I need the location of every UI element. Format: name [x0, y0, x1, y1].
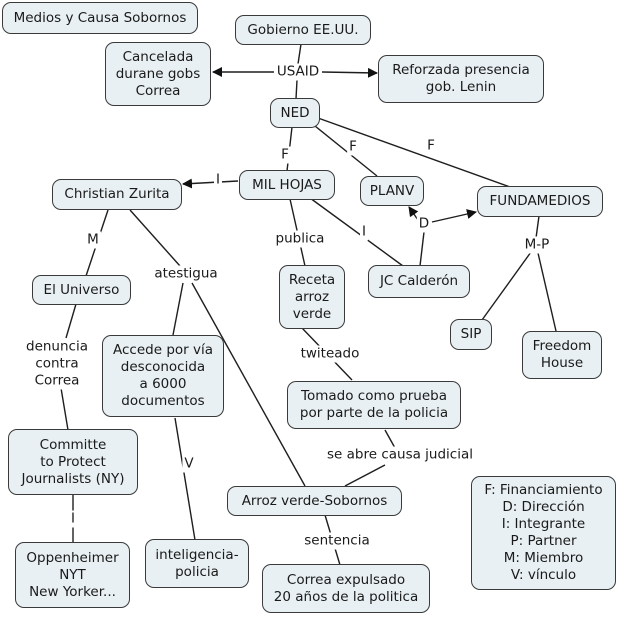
link-usaid-reforzada: [321, 67, 378, 78]
link-label-twiteado: twiteado: [298, 345, 362, 363]
link-milhojas-zurita: [182, 178, 239, 189]
link-label-f-milhojas: F: [279, 146, 291, 164]
link-label-m: M: [85, 231, 101, 249]
link-label-denuncia: denuncia contra Correa: [24, 338, 90, 390]
link-zurita-atestigua: [129, 209, 181, 267]
link-tomado-seabre: [384, 429, 396, 449]
link-label-sentencia: sentencia: [302, 532, 372, 550]
node-cancelada[interactable]: Cancelada durane gobs Correa: [105, 42, 211, 106]
node-accede-documentos[interactable]: Accede por vía desconocida a 6000 docume…: [102, 335, 224, 417]
link-calderon-d: [419, 231, 425, 267]
map-title-node[interactable]: Medios y Causa Sobornos: [2, 2, 198, 34]
node-mil-hojas[interactable]: MIL HOJAS: [239, 170, 335, 200]
node-fundamedios[interactable]: FUNDAMEDIOS: [477, 186, 603, 217]
link-fundamedios-mp: [535, 215, 540, 239]
node-sip[interactable]: SIP: [450, 319, 492, 350]
link-label-se-abre: se abre causa judicial: [325, 446, 475, 464]
node-planv[interactable]: PLANV: [360, 176, 424, 206]
node-christian-zurita[interactable]: Christian Zurita: [52, 179, 182, 210]
node-jc-calderon[interactable]: JC Calderón: [368, 265, 470, 298]
link-ned-planv: [314, 125, 378, 177]
node-freedom-house[interactable]: Freedom House: [522, 331, 602, 379]
link-d-fundamedios: [431, 209, 477, 223]
link-universo-denuncia: [65, 303, 77, 339]
node-cpj[interactable]: Committe to Protect Journalists (NY): [8, 429, 138, 495]
link-mp-sip: [481, 251, 532, 321]
link-label-usaid: USAID: [274, 63, 322, 81]
link-gobierno-usaid: [297, 43, 302, 65]
node-inteligencia-policia[interactable]: inteligencia- policia: [145, 539, 249, 588]
link-label-m-p: M-P: [522, 236, 552, 254]
link-label-publica: publica: [273, 230, 327, 248]
link-mp-freedom: [537, 252, 557, 332]
link-label-f-planv: F: [347, 138, 359, 156]
link-label-f-fundamedios: F: [425, 137, 437, 155]
link-denuncia-cpj: [60, 387, 69, 431]
link-milhojas-calderon: [309, 197, 404, 267]
node-oppenheimer[interactable]: Oppenheimer NYT New Yorker...: [15, 542, 130, 608]
node-tomado-prueba[interactable]: Tomado como prueba por parte de la polic…: [287, 381, 461, 429]
node-arroz-verde-sobornos[interactable]: Arroz verde-Sobornos: [227, 486, 402, 516]
link-label-atestigua: atestigua: [152, 265, 220, 283]
node-reforzada[interactable]: Reforzada presencia gob. Lenin: [378, 55, 544, 103]
node-correa-expulsado[interactable]: Correa expulsado 20 años de la politica: [262, 564, 430, 613]
link-label-v: V: [182, 455, 196, 473]
link-seabre-arroz: [344, 464, 386, 487]
node-ned[interactable]: NED: [270, 98, 320, 128]
link-label-i-zurita: I: [214, 171, 222, 189]
node-gobierno-eeuu[interactable]: Gobierno EE.UU.: [235, 15, 371, 45]
link-label-d: D: [416, 215, 432, 233]
link-accede-inteligencia: [174, 417, 196, 541]
link-atestigua-accede: [172, 282, 184, 336]
link-label-i-cpj: I: [69, 510, 77, 528]
link-usaid-ned: [295, 79, 298, 100]
link-atestigua-arroz: [191, 282, 306, 487]
link-ned-fundamedios: [317, 117, 511, 188]
node-receta-arroz-verde[interactable]: Receta arroz verde: [279, 265, 345, 329]
node-el-universo[interactable]: El Universo: [32, 275, 131, 305]
legend-box: F: Financiamiento D: Dirección I: Integr…: [471, 476, 616, 590]
link-d-planv: [408, 206, 419, 221]
link-label-i-calderon: I: [360, 223, 368, 241]
